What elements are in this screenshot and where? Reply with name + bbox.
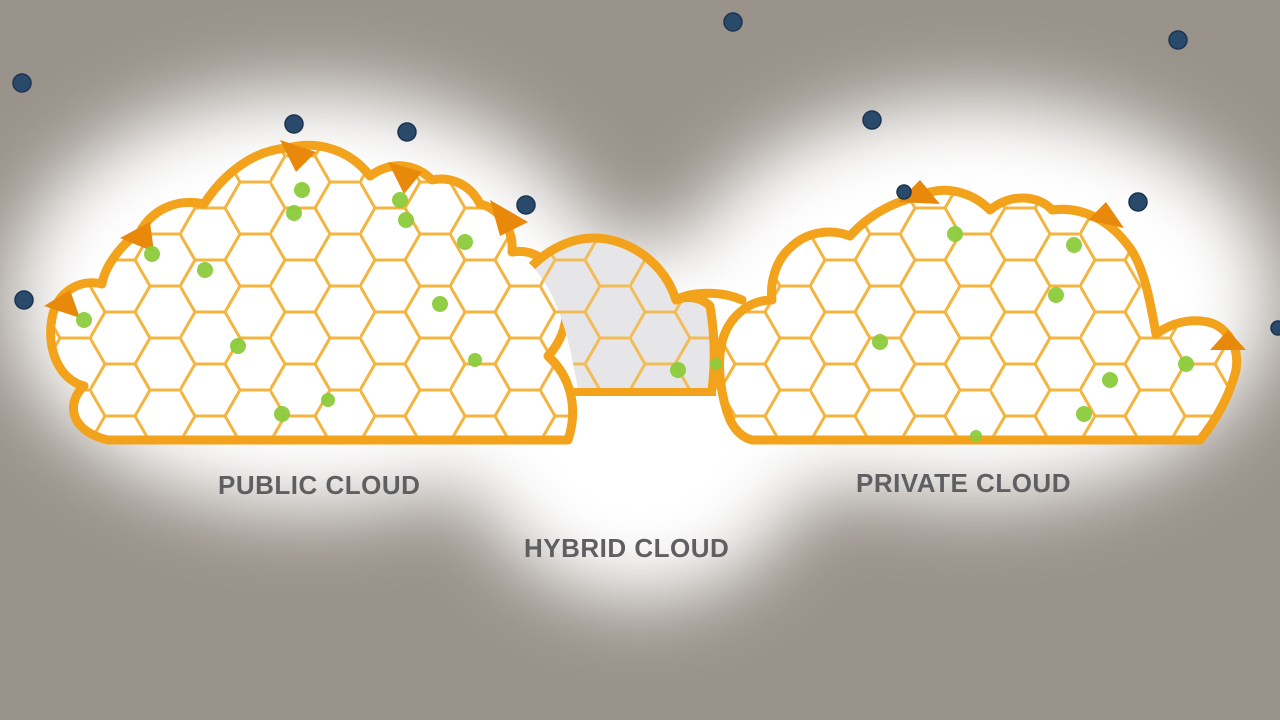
circle-dot-icon [12, 73, 32, 93]
circle-dot-icon [274, 406, 290, 422]
circle-dot-icon [516, 195, 536, 215]
arrow-icon [44, 290, 80, 318]
circle-dot-icon [1066, 237, 1082, 253]
arrow-icon [490, 200, 528, 236]
outside-nodes [12, 12, 1280, 336]
arrow-icon [1088, 202, 1124, 228]
circle-dot-icon [144, 246, 160, 262]
circle-dot-icon [872, 334, 888, 350]
circle-dot-icon [294, 182, 310, 198]
circle-dot-icon [432, 296, 448, 312]
circle-dot-icon [468, 353, 482, 367]
circle-dot-icon [398, 212, 414, 228]
circle-dot-icon [286, 205, 302, 221]
circle-dot-icon [284, 114, 304, 134]
circle-dot-icon [670, 362, 686, 378]
circle-dot-icon [76, 312, 92, 328]
arrow-icon [120, 222, 154, 252]
circle-dot-icon [397, 122, 417, 142]
circle-dot-icon [1128, 192, 1148, 212]
circle-dot-icon [1102, 372, 1118, 388]
circle-dot-icon [723, 12, 743, 32]
private-cloud-outline [715, 185, 1242, 445]
circle-dot-icon [14, 290, 34, 310]
circle-dot-icon [1168, 30, 1188, 50]
arrow-icon [388, 162, 422, 194]
hybrid-cloud-bump [671, 288, 747, 305]
circle-dot-icon [1076, 406, 1092, 422]
circle-dot-icon [197, 262, 213, 278]
circle-dot-icon [947, 226, 963, 242]
circle-dot-icon [321, 393, 335, 407]
circle-dot-icon [710, 358, 722, 370]
circle-dot-icon [1270, 320, 1280, 336]
circle-dot-icon [1048, 287, 1064, 303]
inside-nodes [76, 182, 1194, 442]
arrow-icon [1210, 330, 1246, 350]
hybrid-cloud-label: HYBRID CLOUD [524, 533, 730, 563]
circle-dot-icon [230, 338, 246, 354]
circle-dot-icon [457, 234, 473, 250]
circle-dot-icon [970, 430, 982, 442]
circle-dot-icon [392, 192, 408, 208]
arrow-icon [280, 140, 316, 172]
circle-dot-icon [862, 110, 882, 130]
circle-dot-icon [1178, 356, 1194, 372]
public-cloud-label: PUBLIC CLOUD [218, 470, 421, 500]
private-cloud-label: PRIVATE CLOUD [856, 468, 1071, 498]
circle-dot-icon [896, 184, 912, 200]
